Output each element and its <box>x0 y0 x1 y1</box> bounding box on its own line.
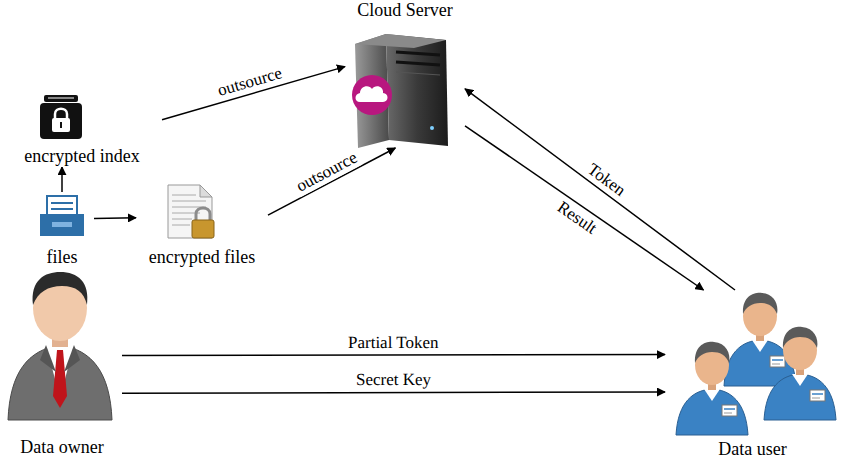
owner-node: Data owner <box>2 278 122 458</box>
data-owner-figure <box>8 272 112 420</box>
edge-label: Partial Token <box>346 334 441 353</box>
data-user-figures <box>676 293 836 435</box>
node-label: Data owner <box>18 437 105 458</box>
node-label: encrypted files <box>147 247 257 268</box>
edge-label: Token <box>582 159 630 202</box>
arrow-connector <box>122 392 665 393</box>
edge-label: Secret Key <box>354 371 433 390</box>
node-label: Cloud Server <box>355 0 454 21</box>
index-node: encrypted index <box>2 92 162 167</box>
edge-label: Result <box>552 197 602 239</box>
node-label: encrypted index <box>22 146 141 167</box>
user-node: Data user <box>665 290 840 460</box>
files-node: files <box>30 192 94 268</box>
arrow-connector <box>122 354 665 356</box>
index-icon <box>40 95 82 139</box>
arrow-connector <box>268 148 395 215</box>
server-node: Cloud Server <box>345 0 465 148</box>
encrypted-file-icon <box>168 185 214 238</box>
arrow-connector <box>465 126 704 290</box>
arrow-connector <box>465 89 735 290</box>
files-icon <box>40 196 84 236</box>
arrow-connector <box>61 167 63 192</box>
edge-label: outsource <box>214 64 287 101</box>
node-label: Data user <box>716 439 788 460</box>
arrow-connector <box>94 217 136 219</box>
server-icon <box>352 34 448 148</box>
encrypted-files-node: encrypted files <box>136 180 268 268</box>
node-label: files <box>45 247 80 268</box>
